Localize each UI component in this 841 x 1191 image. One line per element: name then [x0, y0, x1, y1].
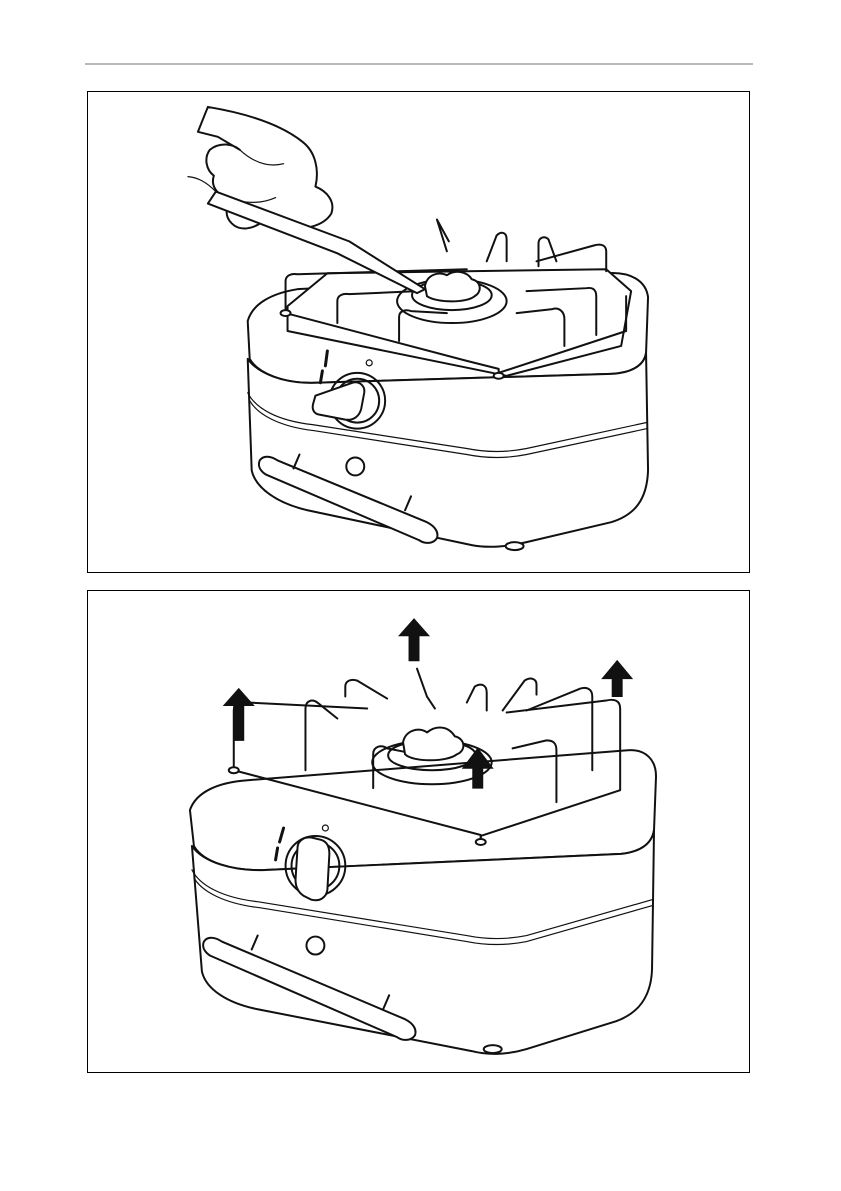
stove-body-2: [190, 750, 656, 1054]
arrow-up-icon: [602, 661, 632, 697]
stove-lifting-illustration: [88, 591, 749, 1072]
figure-cleaning-burner: [87, 91, 750, 573]
stove-cleaning-illustration: [88, 92, 749, 572]
arrow-up-icon: [399, 619, 429, 661]
figure-lift-pan-support: [87, 590, 750, 1073]
hand-with-brush: [188, 107, 425, 293]
arrow-up-icon: [224, 689, 254, 741]
header-rule: [85, 63, 753, 65]
